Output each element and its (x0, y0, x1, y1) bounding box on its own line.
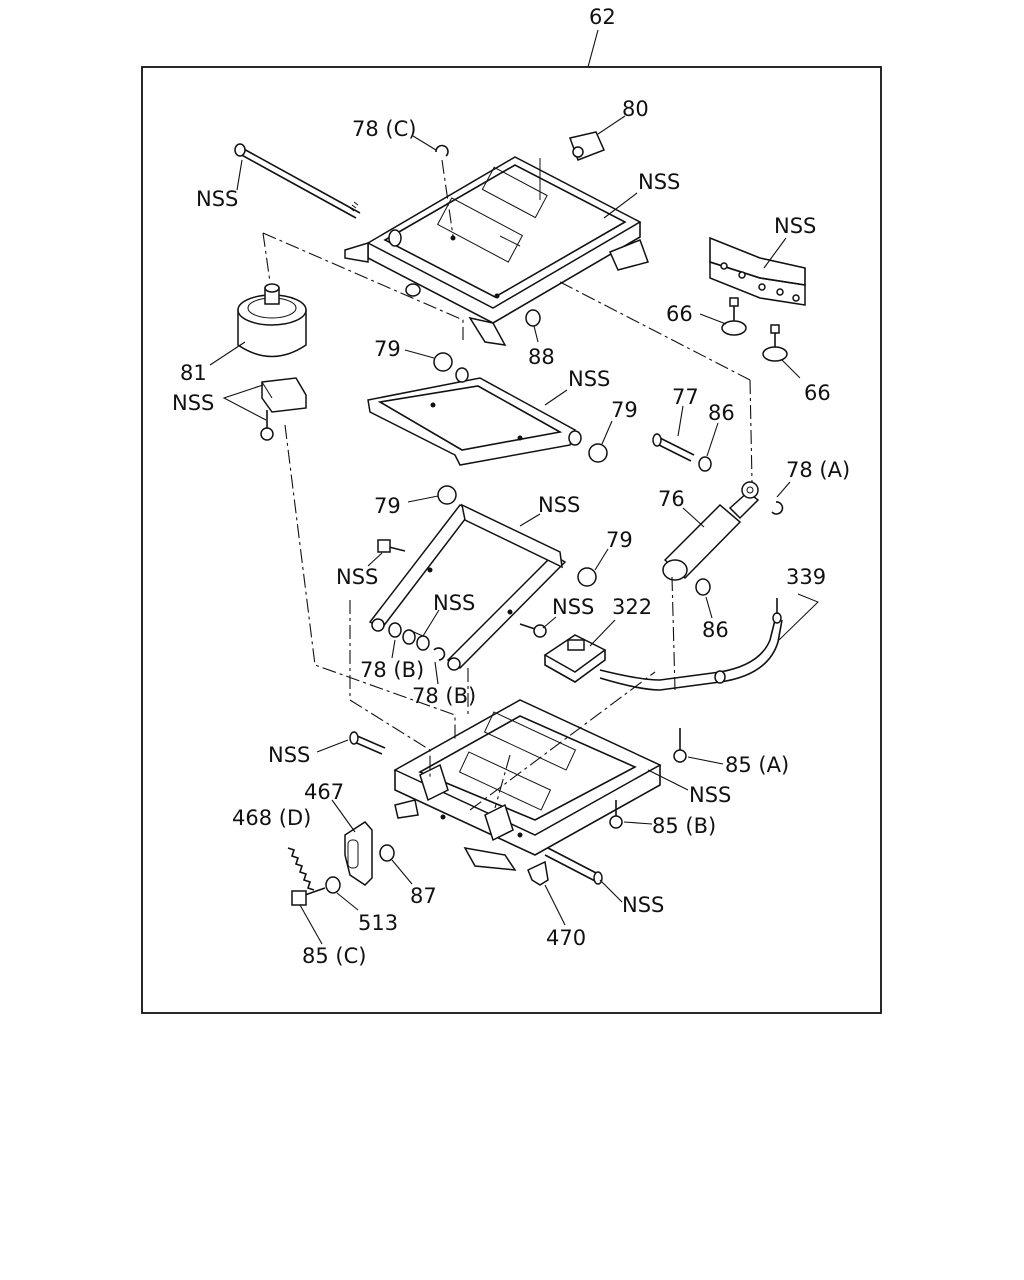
clip-78c (435, 144, 449, 157)
label-339: 339 (786, 565, 826, 589)
pin-nss-base (544, 847, 603, 885)
washer-87 (379, 844, 395, 862)
label-washers-nss: NSS (433, 591, 475, 615)
label-80: 80 (622, 97, 649, 121)
wing-bolt-66-b (762, 324, 788, 362)
label-79d: 79 (606, 528, 633, 552)
label-66a: 66 (666, 302, 693, 326)
lower-arm (368, 503, 567, 671)
screw-85b (609, 800, 623, 829)
label-85c: 85 (C) (302, 944, 366, 968)
label-base-pin-nss: NSS (622, 893, 664, 917)
label-lower-arm-nss: NSS (538, 493, 580, 517)
bushing-79-b (588, 443, 608, 463)
long-rod (234, 143, 361, 219)
label-88: 88 (528, 345, 555, 369)
washer-78b-1 (388, 622, 402, 638)
label-pin-nss: NSS (268, 743, 310, 767)
label-screw-nss: NSS (552, 595, 594, 619)
label-bolt-nss: NSS (336, 565, 378, 589)
alignment-lines (262, 232, 753, 811)
label-clip-nss: NSS (172, 391, 214, 415)
switch-322 (543, 634, 607, 683)
label-rod-nss: NSS (196, 187, 238, 211)
label-bracket-nss: NSS (774, 214, 816, 238)
washer-nss-a (416, 635, 430, 651)
label-468d: 468 (D) (232, 806, 311, 830)
label-86a: 86 (708, 401, 735, 425)
label-467: 467 (304, 780, 344, 804)
label-top-frame-nss: NSS (638, 170, 680, 194)
washer-86-b (695, 578, 711, 596)
cable-339 (599, 593, 819, 691)
label-85a: 85 (A) (725, 753, 789, 777)
clip-bracket (261, 377, 307, 413)
side-bracket (709, 236, 806, 306)
label-78b-2: 78 (B) (412, 684, 476, 708)
label-322: 322 (612, 595, 652, 619)
label-78a: 78 (A) (786, 458, 850, 482)
label-79a: 79 (374, 337, 401, 361)
leader-lines (209, 115, 801, 945)
label-upper-arm-nss: NSS (568, 367, 610, 391)
label-66b: 66 (804, 381, 831, 405)
screw-nss (519, 623, 547, 638)
clip-screw (260, 410, 274, 441)
washer-513 (325, 876, 341, 894)
label-78b-1: 78 (B) (360, 658, 424, 682)
bushing-79-a (433, 352, 453, 372)
label-87: 87 (410, 884, 437, 908)
clip-78b (433, 647, 446, 661)
label-513: 513 (358, 911, 398, 935)
air-spring-81 (237, 283, 307, 358)
assembly-leader (587, 29, 599, 68)
label-77: 77 (672, 385, 699, 409)
bushing-79-d (577, 567, 597, 587)
label-79c: 79 (374, 494, 401, 518)
spring-468d (287, 847, 315, 891)
pin-77 (652, 433, 695, 462)
clip-78a (771, 501, 784, 515)
shock-absorber-76 (662, 481, 760, 581)
part-80 (569, 131, 606, 161)
label-86b: 86 (702, 618, 729, 642)
clip-470 (527, 860, 549, 886)
base-frame (393, 699, 662, 871)
washer-86-a (698, 456, 712, 472)
label-79b: 79 (611, 398, 638, 422)
wing-bolt-66-a (721, 297, 747, 336)
label-470: 470 (546, 926, 586, 950)
bushing-79-c (437, 485, 457, 505)
pin-nss-left (349, 731, 386, 755)
label-85b: 85 (B) (652, 814, 716, 838)
label-base-nss: NSS (689, 783, 731, 807)
label-81: 81 (180, 361, 207, 385)
screw-85a (673, 728, 687, 763)
label-76: 76 (658, 487, 685, 511)
upper-arm (367, 367, 582, 466)
bolt-nss (377, 539, 406, 553)
nut-88 (525, 309, 541, 327)
top-frame (344, 156, 649, 346)
diagram-frame (141, 66, 882, 1014)
bolt-85c (291, 887, 326, 906)
assembly-label-62: 62 (589, 5, 616, 29)
lever-467 (344, 821, 373, 886)
label-78c: 78 (C) (352, 117, 416, 141)
